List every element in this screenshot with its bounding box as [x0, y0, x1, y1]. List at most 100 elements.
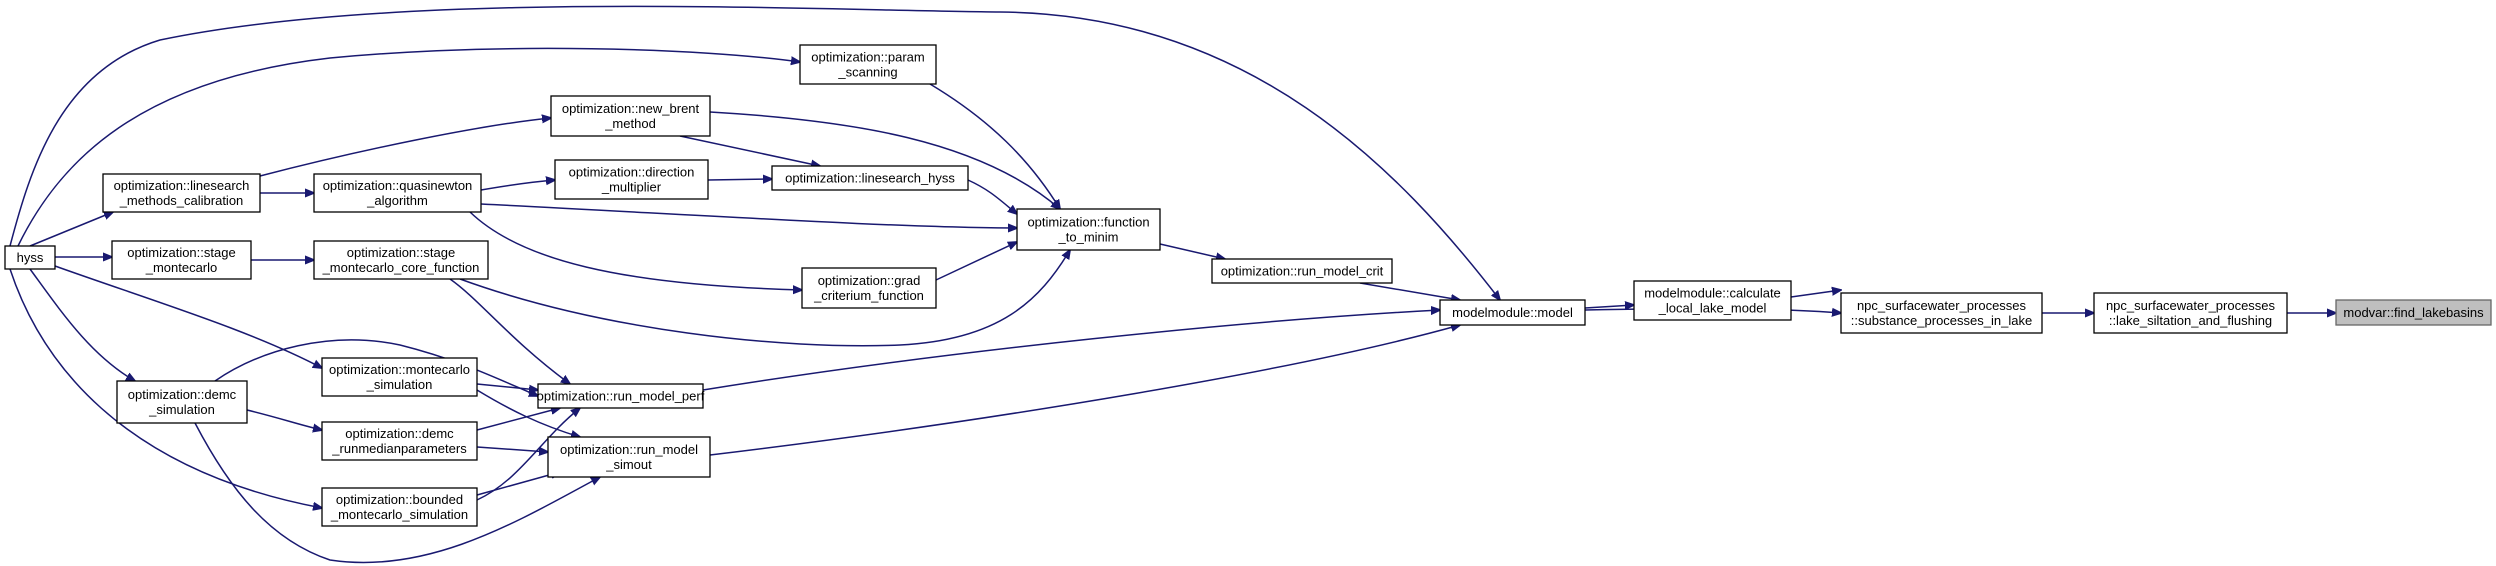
edge-quasinewton-to-func_minim [480, 203, 1017, 228]
edge-bounded_mc-to-run_perf [476, 408, 580, 501]
node-label-line: optimization::grad [818, 273, 921, 288]
node-subst_lake[interactable]: npc_surfacewater_processes::substance_pr… [1840, 292, 2043, 334]
node-box [116, 380, 248, 424]
node-box [1211, 258, 1393, 284]
node-ls_calib[interactable]: optimization::linesearch_methods_calibra… [102, 173, 261, 213]
node-demc_median[interactable]: optimization::demc_runmedianparameters [321, 421, 478, 461]
node-label-line: _methods_calibration [119, 193, 244, 208]
node-label-line: _multiplier [601, 180, 662, 195]
node-quasinewton[interactable]: optimization::quasinewton_algorithm [313, 173, 482, 213]
edge-demc_sim-to-bounded_mc [194, 422, 600, 564]
edge-hyss-to-ls_calib [29, 212, 113, 247]
node-label-line: optimization::run_model_crit [1221, 264, 1384, 279]
node-find_lake[interactable]: modvar::find_lakebasins [2335, 299, 2492, 326]
node-label-line: _simulation [366, 377, 433, 392]
node-box [321, 421, 478, 461]
node-demc_sim[interactable]: optimization::demc_simulation [116, 380, 248, 424]
node-new_brent[interactable]: optimization::new_brent_method [550, 95, 711, 137]
node-mc_sim[interactable]: optimization::montecarlo_simulation [321, 357, 478, 397]
node-calc_lake[interactable]: modelmodule::calculate_local_lake_model [1633, 280, 1792, 321]
node-box [2335, 299, 2492, 326]
node-bounded_mc[interactable]: optimization::bounded_montecarlo_simulat… [321, 487, 478, 527]
node-grad_crit[interactable]: optimization::grad_criterium_function [801, 267, 937, 309]
edge-demc_sim-to-demc_median [246, 409, 322, 430]
node-box [1439, 299, 1586, 326]
node-label-line: _runmedianparameters [331, 441, 467, 456]
node-label-line: _simulation [148, 402, 215, 417]
edge-hyss-to-model [9, 5, 1500, 300]
edge-run_simout-to-model [709, 325, 1460, 456]
node-label-line: _montecarlo_simulation [330, 507, 468, 522]
edge-param_scan-to-func_minim [929, 83, 1060, 209]
edge-run_crit-to-model [1359, 282, 1460, 300]
node-ls_hyss[interactable]: optimization::linesearch_hyss [771, 165, 969, 191]
edge-new_brent-to-ls_hyss [679, 135, 820, 166]
node-box [111, 240, 252, 280]
node-stage_core[interactable]: optimization::stage_montecarlo_core_func… [313, 240, 489, 280]
node-label-line: _local_lake_model [1658, 301, 1767, 316]
node-run_perf[interactable]: optimization::run_model_perf [537, 383, 705, 409]
edges-layer [9, 5, 2336, 564]
edge-demc_median-to-run_perf [476, 408, 560, 431]
node-run_simout[interactable]: optimization::run_model_simout [547, 436, 711, 478]
node-siltation[interactable]: npc_surfacewater_processes::lake_siltati… [2093, 292, 2288, 334]
node-label-line: npc_surfacewater_processes [1857, 298, 2027, 313]
edge-hyss-to-param_scan [17, 47, 800, 247]
node-direction[interactable]: optimization::direction_multiplier [554, 159, 709, 200]
edge-mc_sim-to-run_perf [476, 383, 538, 390]
node-box [537, 383, 704, 409]
node-label-line: modvar::find_lakebasins [2343, 305, 2484, 320]
node-box [102, 173, 261, 213]
node-model[interactable]: modelmodule::model [1439, 299, 1586, 326]
node-box [1633, 280, 1792, 321]
node-label-line: optimization::demc [345, 426, 454, 441]
node-box [313, 240, 489, 280]
edge-model-to-calc_lake [1584, 305, 1634, 308]
node-label-line: optimization::montecarlo [329, 362, 470, 377]
edge-quasinewton-to-direction [480, 180, 555, 191]
node-label-line: optimization::bounded [336, 492, 463, 507]
node-label-line: _criterium_function [813, 288, 924, 303]
node-label-line: ::lake_siltation_and_flushing [2109, 313, 2272, 328]
edge-ls_hyss-to-func_minim [967, 179, 1017, 214]
node-label-line: ::substance_processes_in_lake [1851, 313, 2032, 328]
node-box [321, 487, 478, 527]
node-box [799, 44, 937, 85]
node-label-line: optimization::linesearch_hyss [785, 171, 955, 186]
node-label-line: optimization::run_model [560, 442, 698, 457]
node-box [550, 95, 711, 137]
edge-ls_calib-to-new_brent [259, 118, 551, 177]
node-label-line: hyss [17, 250, 44, 265]
node-param_scan[interactable]: optimization::param_scanning [799, 44, 937, 85]
node-label-line: _scanning [837, 65, 897, 80]
node-label-line: _method [604, 116, 656, 131]
edge-grad_crit-to-func_minim [935, 242, 1017, 281]
node-label-line: modelmodule::calculate [1644, 286, 1781, 301]
node-label-line: _simout [605, 457, 652, 472]
node-func_minim[interactable]: optimization::function_to_minim [1016, 208, 1161, 251]
node-run_crit[interactable]: optimization::run_model_crit [1211, 258, 1393, 284]
edge-func_minim-to-run_crit [1159, 243, 1225, 259]
node-label-line: optimization::quasinewton [323, 178, 473, 193]
node-label-line: optimization::run_model_perf [537, 389, 705, 404]
edge-bounded_mc-to-run_simout [476, 472, 560, 496]
node-box [771, 165, 969, 191]
node-box [1016, 208, 1161, 251]
node-box [2093, 292, 2288, 334]
node-label-line: npc_surfacewater_processes [2106, 298, 2276, 313]
node-box [313, 173, 482, 213]
node-label-line: _montecarlo_core_function [322, 260, 480, 275]
edge-stage_core-to-func_minim [459, 250, 1070, 347]
edge-run_perf-to-model [702, 310, 1440, 391]
edge-demc_sim-to-run_perf [214, 339, 538, 396]
edge-hyss-to-bounded_mc [9, 268, 322, 508]
edge-stage_core-to-run_perf [449, 278, 570, 384]
node-label-line: modelmodule::model [1452, 305, 1573, 320]
node-label-line: _algorithm [366, 193, 428, 208]
node-label-line: optimization::param [811, 50, 924, 65]
node-stage_mc[interactable]: optimization::stage_montecarlo [111, 240, 252, 280]
node-hyss[interactable]: hyss [4, 245, 56, 270]
edge-calc_lake-to-subst_lake [1790, 290, 1841, 298]
node-label-line: optimization::direction [569, 165, 695, 180]
